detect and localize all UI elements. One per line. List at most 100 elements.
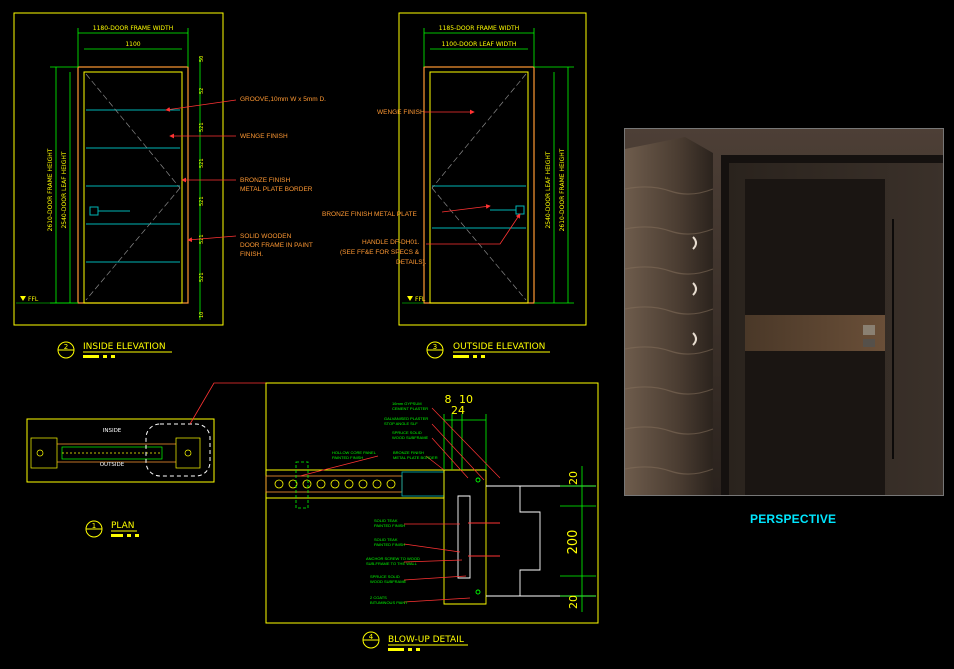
inside-title-number: 2 [64, 343, 68, 351]
perspective-title: PERSPECTIVE [750, 512, 837, 526]
svg-text:STOP ANGLE SLF: STOP ANGLE SLF [384, 421, 418, 426]
outside-top-dims [423, 28, 535, 67]
inside-notes: GROOVE,10mm W x 5mm D. WENGE FINISH BRON… [240, 96, 326, 258]
note-details: DETAILS). [396, 259, 427, 266]
svg-text:METAL PLATE BORDER: METAL PLATE BORDER [393, 455, 438, 460]
blowup-leaders [299, 407, 501, 603]
svg-text:521: 521 [199, 122, 205, 132]
svg-text:SPRUCE SOLID: SPRUCE SOLID [392, 430, 422, 435]
blowup-dim-200: 200 [566, 530, 581, 555]
outside-ffl: FFL [415, 296, 426, 303]
blowup-panel: 8 10 24 20 200 20 16mm GYPSUM [265, 382, 599, 651]
svg-text:52: 52 [199, 88, 205, 94]
inside-door-leaf [83, 71, 183, 304]
blowup-title-number: 4 [369, 633, 374, 641]
inside-grooves [86, 109, 180, 263]
svg-text:521: 521 [199, 272, 205, 282]
note-finish: FINISH. [240, 251, 263, 258]
inside-handle [89, 206, 99, 216]
svg-text:CEMENT PLASTER: CEMENT PLASTER [392, 406, 428, 411]
plan-panel: INSIDE OUTSIDE 1 PLAN [26, 382, 266, 538]
svg-text:BRONZE FINISH: BRONZE FINISH [393, 450, 424, 455]
outside-dim-leaf-width: 1100-DOOR LEAF WIDTH [442, 41, 517, 48]
outside-swing-lines [431, 73, 527, 301]
inside-dim-frame-width: 1180-DOOR FRAME WIDTH [93, 25, 173, 32]
note-wenge-outside: WENGE FINISH [377, 109, 425, 116]
note-ffe: (SEE FF&E FOR SPECS & [340, 249, 420, 256]
inside-dim-frame-height: 2610-DOOR FRAME HEIGHT [47, 148, 54, 231]
svg-text:WOOD SUBFRAME: WOOD SUBFRAME [370, 579, 407, 584]
inside-dim-leaf-height: 2540-DOOR LEAF HEIGHT [61, 151, 68, 228]
inside-dim-leaf-width: 1100 [125, 41, 140, 48]
svg-text:10: 10 [199, 312, 205, 318]
blowup-border [265, 382, 599, 624]
svg-text:16mm GYPSUM: 16mm GYPSUM [392, 401, 422, 406]
blowup-dim-10: 10 [459, 393, 473, 406]
svg-text:ANCHOR SCREW TO WOOD: ANCHOR SCREW TO WOOD [366, 556, 420, 561]
inside-elevation-border [13, 12, 224, 326]
blowup-dim-20-top: 20 [567, 471, 580, 485]
blowup-notes: 16mm GYPSUM CEMENT PLASTER GALVANISED PL… [332, 401, 438, 605]
note-solid-wood: SOLID WOODEN [240, 233, 292, 240]
outside-leaders [424, 109, 521, 245]
blowup-dim-24: 24 [451, 404, 465, 417]
note-metal-plate: METAL PLATE BORDER [240, 186, 313, 193]
svg-text:PAINTED FINISH: PAINTED FINISH [332, 455, 363, 460]
plan-title-number: 1 [92, 522, 96, 530]
plan-border [26, 418, 215, 483]
outside-dim-frame-width: 1185-DOOR FRAME WIDTH [439, 25, 519, 32]
perspective-image [625, 129, 943, 495]
outside-title-number: 3 [433, 343, 437, 351]
note-bronze: BRONZE FINISH [240, 177, 291, 184]
inside-top-dims [77, 28, 189, 67]
perspective-render [624, 128, 944, 496]
svg-text:SPRUCE SOLID: SPRUCE SOLID [370, 574, 400, 579]
inside-leaders [165, 99, 237, 243]
blowup-dim-20-bottom: 20 [567, 595, 580, 609]
outside-elevation-border [398, 12, 587, 326]
outside-dim-frame-height: 2610-DOOR FRAME HEIGHT [559, 148, 566, 231]
blowup-right-dims [560, 466, 596, 612]
plan-title: PLAN [111, 521, 135, 531]
svg-text:BITUMINOUS PAINT: BITUMINOUS PAINT [370, 600, 408, 605]
plan-detail-callout [145, 423, 211, 477]
blowup-dim-8: 8 [445, 393, 452, 406]
bronze-plate-render [745, 315, 885, 351]
note-bronze-plate: BRONZE FINISH METAL PLATE [322, 211, 418, 218]
svg-text:PAINTED FINISH: PAINTED FINISH [374, 542, 405, 547]
plan-inside-label: INSIDE [103, 428, 122, 434]
outside-dim-leaf-height: 2540-DOOR LEAF HEIGHT [545, 151, 552, 228]
blowup-title: BLOW-UP DETAIL [388, 635, 464, 645]
inside-title: INSIDE ELEVATION [83, 342, 166, 352]
inside-elevation-panel: 1180-DOOR FRAME WIDTH 1100 2610-DOOR FRA… [13, 12, 326, 359]
svg-text:SOLID TEAK: SOLID TEAK [374, 537, 398, 542]
inside-ffl: FFL [28, 296, 39, 303]
svg-text:50: 50 [199, 56, 205, 62]
outside-door-frame [423, 66, 535, 304]
outside-door-leaf [429, 71, 529, 304]
blowup-door-section [265, 461, 445, 509]
inside-door-frame [77, 66, 189, 304]
outside-handle [515, 205, 525, 215]
svg-text:HOLLOW CORE PANEL: HOLLOW CORE PANEL [332, 450, 377, 455]
plan-to-detail-leader [189, 382, 266, 425]
svg-text:521: 521 [199, 196, 205, 206]
plan-outside-label: OUTSIDE [100, 462, 125, 468]
inside-swing-lines [85, 73, 181, 301]
outside-right-dims [534, 66, 574, 304]
svg-text:2 COATS: 2 COATS [370, 595, 387, 600]
svg-text:PAINTED FINISH: PAINTED FINISH [374, 523, 405, 528]
note-wenge: WENGE FINISH [240, 133, 288, 140]
outside-title: OUTSIDE ELEVATION [453, 342, 545, 352]
svg-text:521: 521 [199, 158, 205, 168]
svg-text:GALVANISED PLASTER: GALVANISED PLASTER [384, 416, 428, 421]
note-groove: GROOVE,10mm W x 5mm D. [240, 96, 326, 103]
svg-text:SUB-FRAME TO THE WALL: SUB-FRAME TO THE WALL [366, 561, 418, 566]
outside-elevation-panel: 1185-DOOR FRAME WIDTH 1100-DOOR LEAF WID… [322, 12, 587, 359]
note-handle: HANDLE DF-DH01. [362, 239, 420, 246]
note-door-frame: DOOR FRAME IN PAINT [240, 242, 313, 249]
outside-notes: WENGE FINISH BRONZE FINISH METAL PLATE H… [322, 109, 427, 266]
svg-text:SOLID TEAK: SOLID TEAK [374, 518, 398, 523]
svg-text:WOOD SUBFRAME: WOOD SUBFRAME [392, 435, 429, 440]
